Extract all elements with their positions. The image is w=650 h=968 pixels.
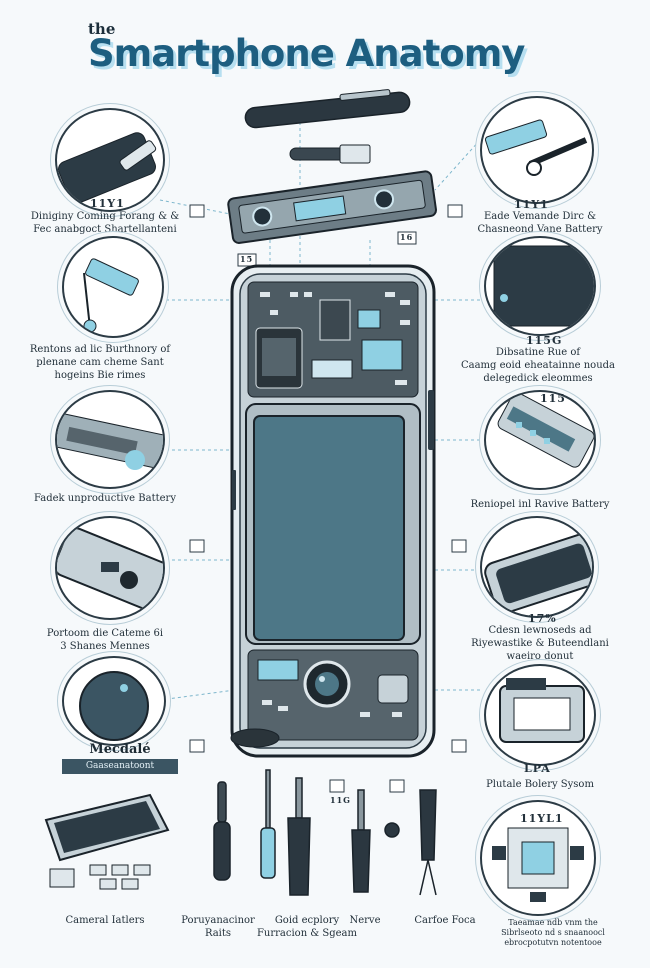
camera-corner-illustration	[57, 527, 163, 611]
callout-left-3	[55, 390, 165, 489]
diagram-tag-c: 11G	[330, 795, 351, 805]
callout-left-5	[62, 656, 166, 746]
callout-right-5	[484, 664, 596, 766]
diagram-tag-b: 16	[400, 232, 414, 242]
tool-caption-1: Cameral Iatlers	[65, 915, 145, 926]
tool-set	[213, 769, 437, 896]
tool-caption-2: Poruyanacinor Raits	[181, 915, 255, 939]
callout-right-4-caption: Cdesn lewnoseds ad Riyewastike & Buteend…	[471, 625, 609, 662]
callout-left-5-caption: Gaaseanatoont	[62, 759, 178, 774]
callout-left-1-badge: 11Y1	[90, 197, 125, 210]
lens-disk-illustration	[79, 671, 149, 741]
phone-body	[230, 264, 436, 758]
tool-tip-illustration	[484, 119, 588, 176]
callout-right-4-badge: 17%	[528, 612, 557, 625]
callout-left-4	[55, 516, 165, 620]
callout-right-4	[480, 516, 594, 618]
callout-right-1-badge: 11Y1	[514, 198, 549, 211]
callout-right-6-badge: 11YL1	[520, 812, 564, 825]
phone-corner-illustration	[58, 132, 157, 204]
tool-caption-5: Carfoe Foca	[414, 915, 476, 926]
callout-right-2-badge: 115G	[526, 334, 563, 347]
callout-right-5-caption: Plutale Bolery Sysom	[486, 779, 594, 790]
callout-left-1	[55, 108, 165, 212]
callout-left-3-caption: Fadek unproductive Battery	[34, 493, 176, 504]
title-prefix: the	[88, 20, 116, 38]
phone-angle-illustration	[44, 793, 170, 890]
component-grid-illustration	[492, 827, 584, 902]
battery-edge-illustration	[57, 411, 163, 470]
callout-right-1-caption: Eade Vemande Dirc & Chasneond Vane Batte…	[477, 211, 603, 235]
camera-module-bar	[227, 170, 437, 244]
callout-left-2-caption: Rentons ad lic Burthnory of plenane cam …	[29, 344, 171, 381]
callout-left-1-caption: Diniginy Coming Forang & & Fec anabgoct …	[30, 211, 180, 235]
callout-left-5-badge: Mecdalé	[89, 742, 151, 757]
frame-illustration	[499, 678, 585, 743]
callout-right-2	[484, 236, 596, 336]
callout-right-6	[480, 800, 596, 916]
callout-right-6-caption: Taeamae ndb vnm the Sibrlseoto nd s snaa…	[501, 918, 605, 947]
callout-right-3	[484, 390, 596, 490]
small-cylinder-part	[289, 144, 371, 164]
diagram-tag-a: 15	[240, 254, 254, 264]
tool-caption-4: Nerve	[349, 915, 381, 926]
loose-disk-part	[230, 728, 280, 748]
top-pen-part	[244, 89, 411, 129]
callout-left-4-caption: Portoom die Cateme 6i 3 Shanes Mennes	[46, 628, 164, 652]
callout-right-3-badge: 115	[540, 392, 566, 405]
small-tags	[189, 204, 467, 793]
callout-right-3-caption: Reniopel inl Ravive Battery	[470, 499, 610, 510]
flex-cable-illustration	[497, 392, 594, 468]
callout-left-2	[62, 236, 164, 338]
callout-right-2-caption: Dibsatine Rue of Caamg eoid eheatainne n…	[460, 347, 615, 384]
screen-corner-illustration	[493, 245, 594, 327]
phone-tilt-illustration	[484, 533, 592, 614]
page-title: Smartphone Anatomy	[88, 32, 525, 75]
callout-right-1	[480, 96, 594, 204]
tool-caption-3: Goid ecplory Furracion & Sgeam	[256, 915, 358, 939]
connector-illustration	[83, 258, 139, 333]
callout-right-5-badge: LPA	[524, 762, 551, 775]
